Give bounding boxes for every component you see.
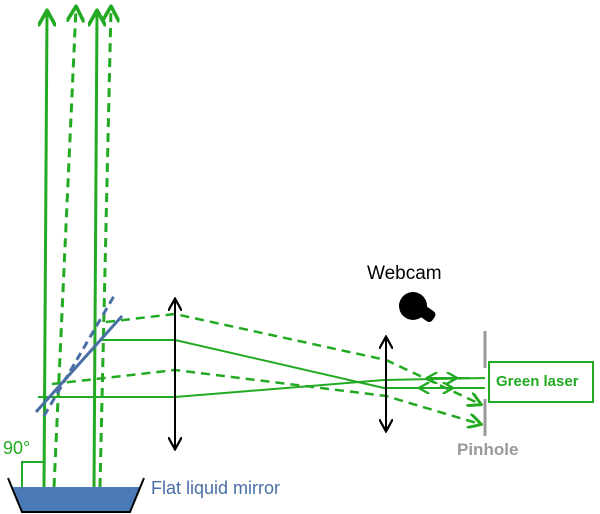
horizontal-beams-dashed — [51, 312, 480, 424]
vertical-beam-left — [44, 12, 47, 488]
right-angle-marker — [21, 461, 44, 487]
vertical-beam-dashed-right — [98, 8, 111, 488]
container-outline — [7, 477, 145, 513]
webcam-label: Webcam — [367, 263, 442, 284]
green-laser-label: Green laser — [496, 373, 579, 390]
beam-path-upper — [100, 339, 485, 389]
mirror-label: Flat liquid mirror — [151, 478, 281, 498]
horizontal-beams-solid — [38, 339, 486, 398]
beam-dashed-lower — [51, 368, 480, 424]
vertical-beam-dashed-left — [52, 8, 76, 488]
vertical-beams-solid — [44, 12, 97, 488]
liquid-mirror-container — [7, 477, 145, 513]
return-arrows — [420, 378, 470, 388]
angle-label: 90° — [3, 438, 31, 458]
liquid-surface — [13, 487, 140, 512]
green-laser-box — [488, 361, 594, 403]
webcam-icon — [399, 292, 436, 322]
beam-splitter-dashed — [42, 295, 116, 417]
beam-dashed-upper — [105, 312, 480, 404]
pinhole-label: Pinhole — [457, 440, 519, 459]
vertical-beam-right — [94, 12, 97, 488]
beam-splitters — [34, 295, 124, 417]
beam-splitter-solid — [34, 314, 124, 414]
vertical-beams-dashed — [52, 8, 111, 488]
